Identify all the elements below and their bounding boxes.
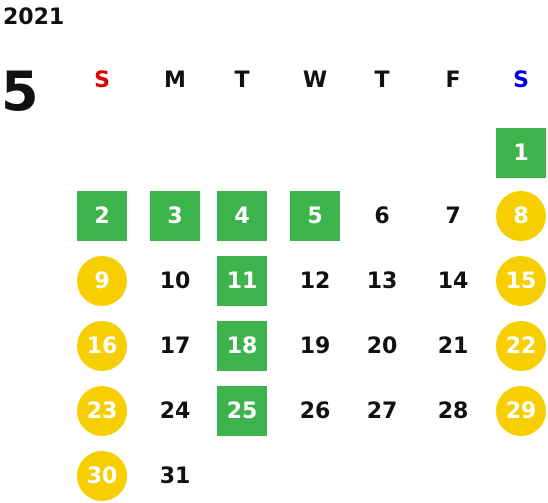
day-cell-15[interactable]: 15 xyxy=(496,256,546,306)
day-cell-21[interactable]: 21 xyxy=(437,333,469,359)
day-cell-24[interactable]: 24 xyxy=(159,398,191,424)
day-cell-3[interactable]: 3 xyxy=(150,191,200,241)
day-cell-31[interactable]: 31 xyxy=(159,463,191,489)
day-cell-6[interactable]: 6 xyxy=(374,203,390,229)
weekday-header-2: T xyxy=(234,67,250,93)
day-cell-1[interactable]: 1 xyxy=(496,128,546,178)
day-cell-27[interactable]: 27 xyxy=(366,398,398,424)
day-cell-30[interactable]: 30 xyxy=(77,451,127,501)
day-cell-26[interactable]: 26 xyxy=(299,398,331,424)
day-cell-17[interactable]: 17 xyxy=(159,333,191,359)
day-cell-23[interactable]: 23 xyxy=(77,386,127,436)
day-cell-29[interactable]: 29 xyxy=(496,386,546,436)
weekday-header-1: M xyxy=(164,67,186,93)
weekday-header-6: S xyxy=(513,67,529,93)
day-cell-14[interactable]: 14 xyxy=(437,268,469,294)
weekday-header-4: T xyxy=(374,67,390,93)
weekday-header-0: S xyxy=(94,67,110,93)
day-cell-12[interactable]: 12 xyxy=(299,268,331,294)
day-cell-7[interactable]: 7 xyxy=(445,203,461,229)
day-cell-19[interactable]: 19 xyxy=(299,333,331,359)
month-label: 5 xyxy=(1,60,39,123)
day-cell-5[interactable]: 5 xyxy=(290,191,340,241)
day-cell-16[interactable]: 16 xyxy=(77,321,127,371)
day-cell-10[interactable]: 10 xyxy=(159,268,191,294)
day-cell-2[interactable]: 2 xyxy=(77,191,127,241)
day-cell-4[interactable]: 4 xyxy=(217,191,267,241)
year-label: 2021 xyxy=(3,5,65,30)
weekday-header-3: W xyxy=(302,67,328,93)
weekday-header-5: F xyxy=(445,67,461,93)
day-cell-20[interactable]: 20 xyxy=(366,333,398,359)
day-cell-8[interactable]: 8 xyxy=(496,191,546,241)
day-cell-13[interactable]: 13 xyxy=(366,268,398,294)
day-cell-11[interactable]: 11 xyxy=(217,256,267,306)
day-cell-18[interactable]: 18 xyxy=(217,321,267,371)
day-cell-22[interactable]: 22 xyxy=(496,321,546,371)
day-cell-28[interactable]: 28 xyxy=(437,398,469,424)
day-cell-25[interactable]: 25 xyxy=(217,386,267,436)
day-cell-9[interactable]: 9 xyxy=(77,256,127,306)
